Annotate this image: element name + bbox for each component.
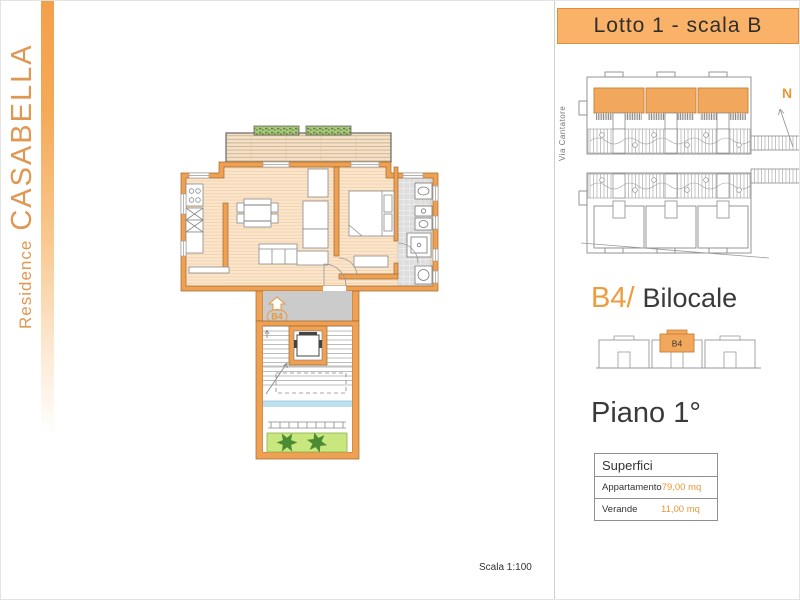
panel-divider	[554, 1, 555, 599]
planter-garden	[266, 431, 348, 454]
brand-accent-bar	[41, 1, 54, 436]
railing	[268, 421, 346, 429]
unit-key-label: B4	[672, 339, 683, 349]
floor-plan-drawing: B4	[180, 125, 439, 460]
brand-prefix: Residence	[16, 239, 35, 329]
water-strip	[263, 401, 352, 407]
table-row: Verande 11,00 mq	[595, 498, 717, 520]
lower-buildings	[593, 200, 749, 254]
plot-boundary-line	[580, 242, 770, 259]
garden-strips	[587, 128, 751, 199]
elevator	[288, 325, 328, 366]
unit-type: Bilocale	[642, 283, 738, 313]
unit-badge-label: B4	[271, 312, 283, 322]
unit-title: B4/Bilocale	[591, 282, 737, 315]
bathroom-fixtures	[406, 182, 433, 285]
unit-code: B4/	[591, 282, 635, 314]
wall-openings	[180, 161, 439, 291]
entrance-landing: B4	[263, 291, 352, 324]
surface-label: Verande	[602, 504, 638, 515]
surface-value: 11,00 mq	[661, 504, 700, 515]
surface-value: 79,00 mq	[661, 482, 702, 493]
street-label: Via Cantatore	[558, 105, 567, 161]
site-plan-drawing	[578, 71, 799, 259]
brand-wordmark: Residence CASABELLA	[6, 43, 39, 329]
veranda-deck	[225, 125, 392, 163]
scale-note: Scala 1:100	[479, 562, 532, 573]
brand-name: CASABELLA	[6, 43, 38, 231]
highlighted-buildings	[593, 87, 749, 132]
surfaces-title: Superfici	[595, 454, 717, 477]
floor-label: Piano 1°	[591, 397, 701, 429]
north-label: N	[782, 85, 793, 101]
surface-label: Appartamento	[602, 482, 662, 493]
lot-header: Lotto 1 - scala B	[557, 8, 799, 44]
surfaces-table: Superfici Appartamento 79,00 mq Verande …	[594, 453, 718, 521]
unit-key-diagram: B4	[596, 329, 761, 369]
table-row: Appartamento 79,00 mq	[595, 477, 717, 498]
bedroom-furniture	[348, 190, 395, 268]
living-furniture	[236, 168, 329, 266]
stairwell	[255, 320, 360, 460]
right-extensions	[750, 135, 799, 184]
north-arrow	[778, 108, 794, 148]
unit-key-highlight: B4	[659, 329, 695, 353]
